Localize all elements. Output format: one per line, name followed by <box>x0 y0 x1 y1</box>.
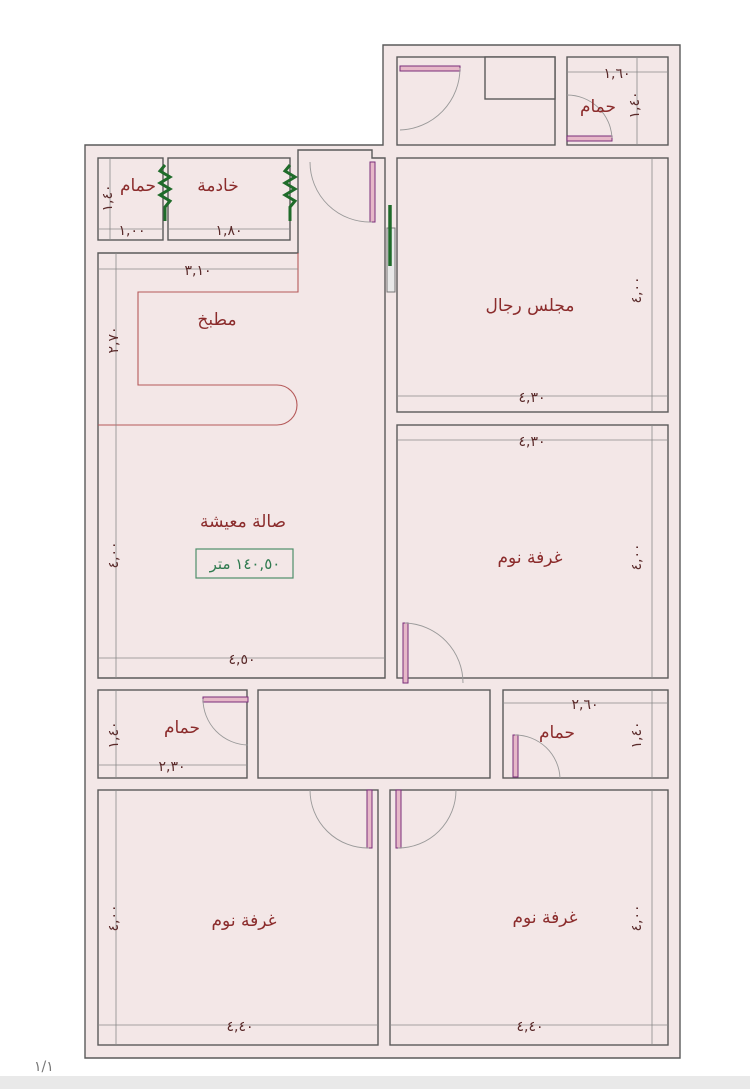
men-majlis <box>396 157 669 413</box>
dim-text: ٢,٧٠ <box>106 326 122 353</box>
bath-mid-left <box>97 689 248 779</box>
area-label: ١٤٠,٥٠ متر <box>209 555 281 573</box>
dimension-lines <box>98 57 668 1045</box>
room-label-bath: حمام <box>164 718 200 738</box>
door[interactable] <box>399 65 461 131</box>
closet <box>484 56 556 100</box>
door[interactable] <box>309 789 373 849</box>
room-label-bath: حمام <box>580 97 616 117</box>
bedroom-bottom-left <box>97 789 379 1046</box>
living-kitchen <box>97 149 386 679</box>
area-box <box>195 548 294 579</box>
dim-text: ١,٨٠ <box>215 223 242 239</box>
bedroom-right <box>396 424 669 679</box>
door[interactable] <box>512 734 561 779</box>
dim-text: ٢,٦٠ <box>571 697 598 713</box>
room-label-maid: خادمة <box>197 176 238 196</box>
dim-text: ١,٠٠ <box>118 223 145 239</box>
kitchen-counter <box>98 253 299 426</box>
dim-text: ٤,٠٠ <box>106 904 122 931</box>
dim-text: ٤,٤٠ <box>516 1019 543 1035</box>
bedroom-bottom-right <box>389 789 669 1046</box>
dim-text: ٤,٠٠ <box>629 543 645 570</box>
dim-text: ٤,٣٠ <box>518 390 545 406</box>
door[interactable] <box>202 696 249 746</box>
dim-text: ٤,٤٠ <box>226 1019 253 1035</box>
dim-text: ١,٤٠ <box>100 184 116 211</box>
dim-text: ٤,٠٠ <box>106 541 122 568</box>
room-label-kitchen: مطبخ <box>197 310 236 330</box>
bath-mid-right <box>502 689 669 779</box>
room-label-living: صالة معيشة <box>200 512 286 532</box>
dim-text: ١,٤٠ <box>627 91 643 118</box>
partition-zigzag <box>157 164 173 221</box>
page-number: ١/١ <box>34 1059 54 1075</box>
dim-text: ٤,٠٠ <box>629 276 645 303</box>
door[interactable] <box>566 94 613 142</box>
dim-text: ٣,١٠ <box>184 263 211 279</box>
dim-text: ٤,٥٠ <box>228 652 255 668</box>
dim-text: ٤,٣٠ <box>518 434 545 450</box>
door[interactable] <box>309 161 376 223</box>
bottom-strip <box>0 1076 750 1089</box>
room-label-bedroom: غرفة نوم <box>498 548 563 568</box>
dim-text: ١,٦٠ <box>603 66 630 82</box>
room-label-bedroom: غرفة نوم <box>212 911 277 931</box>
bath-top-left <box>97 157 164 241</box>
dimension-texts: ١,٠٠ ١,٤٠ ١,٨٠ ٣,١٠ ٢,٧٠ ٤,٥٠ ٤,٠٠ ١,٦٠ … <box>100 66 645 1035</box>
dim-text: ١,٤٠ <box>629 721 645 748</box>
room-label-men-majlis: مجلس رجال <box>485 296 574 316</box>
corridor <box>257 689 491 779</box>
partition-zigzag <box>282 164 298 221</box>
room-label-bedroom: غرفة نوم <box>513 908 578 928</box>
dim-text: ٤,٠٠ <box>629 904 645 931</box>
room-label-bath: حمام <box>539 723 575 743</box>
dim-text: ٢,٣٠ <box>158 759 185 775</box>
door[interactable] <box>395 789 457 849</box>
dim-text: ١,٤٠ <box>106 721 122 748</box>
door[interactable] <box>402 622 464 684</box>
room-label-bath: حمام <box>120 176 156 196</box>
